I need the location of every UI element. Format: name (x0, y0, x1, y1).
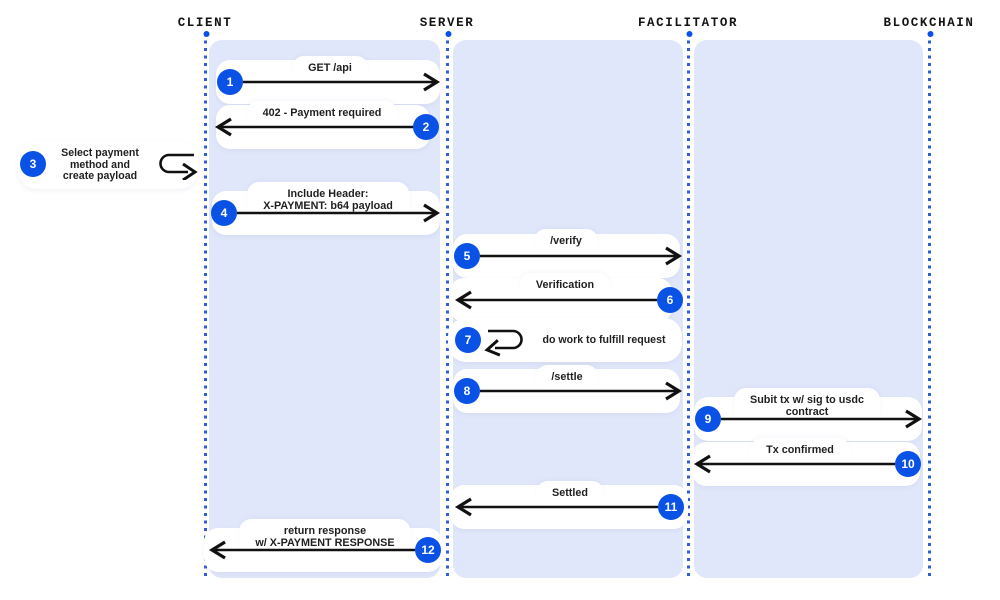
step-10-label: Tx confirmed (750, 438, 850, 462)
actor-label-facilitator: FACILITATOR (637, 16, 739, 30)
step-6-label: Verification (519, 273, 611, 297)
lifeline-start-dot-server (445, 31, 452, 37)
step-3-label: Select payment method and create payload (61, 147, 139, 182)
lifeline-start-dot-client (203, 31, 210, 37)
step-7-bubble (448, 318, 682, 362)
u-turn-left-arrow-icon (484, 329, 523, 357)
actor-label-server: SERVER (419, 16, 475, 30)
step-9-badge: 9 (695, 406, 721, 432)
actor-label-blockchain: BLOCKCHAIN (883, 16, 975, 30)
step-8-label: /settle (535, 365, 599, 389)
step-4-badge: 4 (211, 200, 237, 226)
step-2-label: 402 - Payment required (246, 101, 398, 125)
step-12-label: return response w/ X-PAYMENT RESPONSE (239, 519, 411, 555)
lifeline-server (446, 33, 449, 576)
step-12-badge: 12 (415, 537, 441, 563)
step-6-badge: 6 (657, 287, 683, 313)
step-4-label: Include Header: X-PAYMENT: b64 payload (247, 182, 409, 218)
u-turn-right-arrow-icon (159, 153, 198, 180)
step-2-badge: 2 (413, 114, 439, 140)
step-9-label: Subit tx w/ sig to usdc contract (734, 388, 880, 424)
step-7-badge: 7 (455, 327, 481, 353)
lifeline-facilitator (687, 33, 690, 576)
step-11-label: Settled (536, 481, 604, 505)
step-10-badge: 10 (895, 451, 921, 477)
step-11-badge: 11 (658, 494, 684, 520)
step-1-badge: 1 (217, 69, 243, 95)
step-7-label: do work to fulfill request (542, 334, 666, 346)
step-3-bubble (18, 141, 198, 189)
actor-label-client: CLIENT (177, 16, 233, 30)
step-8-badge: 8 (454, 378, 480, 404)
step-3-badge: 3 (20, 151, 46, 177)
lifeline-blockchain (928, 33, 931, 576)
step-1-label: GET /api (292, 56, 368, 80)
step-5-label: /verify (534, 229, 598, 253)
lifeline-start-dot-facilitator (686, 31, 693, 37)
lifeline-start-dot-blockchain (927, 31, 934, 37)
step-5-badge: 5 (454, 243, 480, 269)
lifeline-client (204, 33, 207, 576)
panel-facilitator-blockchain (694, 40, 923, 578)
